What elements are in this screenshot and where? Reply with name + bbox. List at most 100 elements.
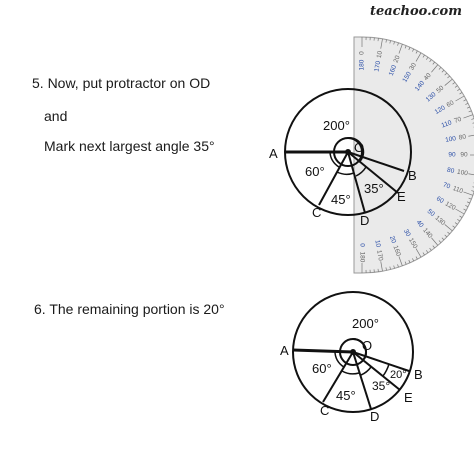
label-A: A bbox=[269, 146, 278, 161]
angle-arc-45-2 bbox=[341, 370, 360, 375]
step5-line3: Mark next largest angle 35° bbox=[44, 138, 215, 154]
protractor-outer-label: 60 bbox=[446, 99, 456, 109]
protractor-inner-label: 110 bbox=[441, 119, 453, 129]
protractor-outer-label: 160 bbox=[392, 245, 402, 258]
protractor-outer-label: 30 bbox=[408, 62, 418, 72]
protractor-inner-label: 70 bbox=[442, 181, 452, 190]
protractor-inner-label: 40 bbox=[415, 219, 425, 229]
protractor-tick bbox=[389, 40, 391, 44]
label-35-2: 35° bbox=[372, 379, 390, 393]
protractor-outer-label: 0 bbox=[359, 51, 366, 55]
protractor-tick bbox=[426, 56, 429, 60]
protractor-tick bbox=[415, 50, 418, 54]
angle-arc-60-2 bbox=[334, 350, 345, 368]
protractor-ticks bbox=[361, 37, 474, 273]
protractor-inner-label: 30 bbox=[402, 228, 412, 238]
protractor-outer-label: 110 bbox=[452, 185, 464, 195]
angle-arc-200 bbox=[347, 136, 365, 163]
protractor-outer-label: 80 bbox=[458, 133, 467, 141]
protractor-tick bbox=[468, 110, 472, 113]
protractor-outer-label: 170 bbox=[375, 250, 384, 262]
label-O-2: O bbox=[362, 338, 372, 353]
protractor-inner-label: 20 bbox=[388, 235, 397, 245]
protractor-tick bbox=[422, 252, 425, 256]
protractor-tick bbox=[404, 45, 407, 49]
protractor-outer-label: 180 bbox=[358, 252, 365, 263]
protractor-tick bbox=[431, 64, 439, 73]
outer-circle bbox=[284, 88, 412, 216]
label-E: E bbox=[397, 189, 406, 204]
label-O: O bbox=[354, 140, 364, 155]
protractor-outer-label: 100 bbox=[456, 169, 468, 178]
protractor-tick bbox=[444, 234, 448, 238]
protractor-tick bbox=[452, 82, 456, 85]
protractor-tick bbox=[441, 69, 445, 73]
protractor-tick bbox=[468, 134, 474, 137]
angle-arc-35-2 bbox=[360, 366, 372, 376]
protractor-tick bbox=[398, 256, 403, 267]
label-B-2: B bbox=[414, 367, 423, 382]
protractor-outer-label: 10 bbox=[376, 50, 384, 59]
protractor-tick bbox=[459, 92, 463, 95]
angle-arc-60 bbox=[329, 151, 340, 168]
label-D-2: D bbox=[370, 409, 379, 424]
protractor-tick bbox=[412, 258, 415, 262]
brand-logo: teachoo.com bbox=[369, 4, 462, 19]
protractor-tick bbox=[463, 208, 467, 211]
protractor-tick bbox=[455, 95, 465, 102]
label-60-2: 60° bbox=[312, 361, 332, 376]
label-200: 200° bbox=[323, 118, 350, 133]
angle-arc-20-2 bbox=[382, 363, 390, 377]
protractor-inner-label: 160 bbox=[388, 64, 398, 77]
protractor-inner-label: 0 bbox=[358, 243, 365, 247]
protractor-inner-label: 150 bbox=[401, 70, 413, 83]
protractor-inner-label: 90 bbox=[448, 152, 456, 159]
outer-circle-2 bbox=[292, 291, 414, 413]
radius-OA-2 bbox=[292, 348, 354, 354]
protractor-tick bbox=[385, 267, 387, 271]
protractor-tick bbox=[393, 265, 395, 269]
label-20-2: 20° bbox=[390, 369, 407, 381]
protractor-tick bbox=[465, 205, 469, 208]
label-C-2: C bbox=[320, 403, 329, 418]
protractor-tick bbox=[393, 41, 395, 45]
protractor-tick bbox=[466, 201, 470, 204]
protractor-outer-label: 120 bbox=[444, 200, 457, 212]
protractor-inner-label: 60 bbox=[435, 195, 445, 205]
protractor-outer-label: 70 bbox=[453, 116, 463, 125]
protractor-inner-label: 170 bbox=[373, 60, 382, 72]
label-200-2: 200° bbox=[352, 316, 379, 331]
protractor-tick bbox=[444, 72, 448, 76]
protractor-tick bbox=[385, 39, 387, 43]
protractor-inner-label: 120 bbox=[434, 104, 447, 116]
protractor-inner-label: 10 bbox=[373, 240, 381, 249]
protractor-tick bbox=[454, 222, 458, 225]
protractor-tick bbox=[404, 261, 407, 265]
center-point bbox=[345, 149, 351, 155]
protractor-tick bbox=[429, 247, 432, 251]
protractor-tick bbox=[465, 102, 469, 105]
protractor-tick bbox=[444, 78, 453, 86]
protractor-inner-label: 50 bbox=[426, 208, 436, 218]
protractor-tick bbox=[466, 106, 470, 109]
protractor-tick bbox=[459, 215, 463, 218]
protractor-body bbox=[353, 36, 474, 274]
angle-arc-45 bbox=[336, 171, 355, 175]
protractor-inner-label: 180 bbox=[359, 59, 366, 70]
protractor-tick bbox=[468, 197, 472, 200]
protractor-tick bbox=[447, 231, 450, 235]
label-35: 35° bbox=[364, 181, 384, 196]
protractor-inner-label: 80 bbox=[446, 167, 455, 175]
radius-OB-2 bbox=[352, 351, 410, 372]
protractor-tick bbox=[463, 191, 474, 196]
radius-OB bbox=[347, 151, 405, 172]
protractor-tick bbox=[429, 59, 432, 63]
protractor-tick bbox=[397, 264, 399, 268]
protractor-tick bbox=[463, 99, 467, 102]
protractor-tick bbox=[415, 248, 422, 258]
protractor-tick bbox=[398, 43, 403, 54]
